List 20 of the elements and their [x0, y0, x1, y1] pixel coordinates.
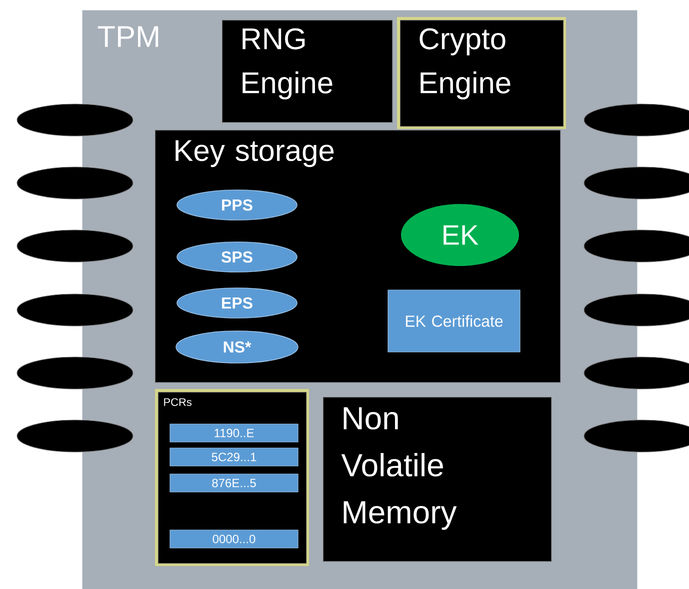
certificate-box: EK Certificate	[388, 290, 520, 352]
pin	[584, 356, 689, 390]
pin	[16, 356, 134, 390]
pin	[16, 420, 134, 452]
engine-box: RNG Engine	[222, 20, 393, 123]
pin	[584, 420, 689, 452]
memory-box: Non Volatile Memory	[323, 397, 552, 562]
pin	[584, 166, 689, 200]
register-value: 1190..E	[170, 424, 298, 442]
pin	[16, 230, 134, 262]
pin	[16, 104, 134, 136]
register-value: 5C29...1	[170, 448, 298, 466]
pin	[584, 230, 689, 262]
pin	[584, 104, 689, 136]
engine-box: Crypto Engine	[397, 17, 566, 129]
pin	[16, 294, 134, 326]
register-value: 876E...5	[170, 474, 298, 492]
pin	[584, 294, 689, 326]
pin	[16, 166, 134, 200]
register-value: 0000...0	[170, 530, 298, 548]
